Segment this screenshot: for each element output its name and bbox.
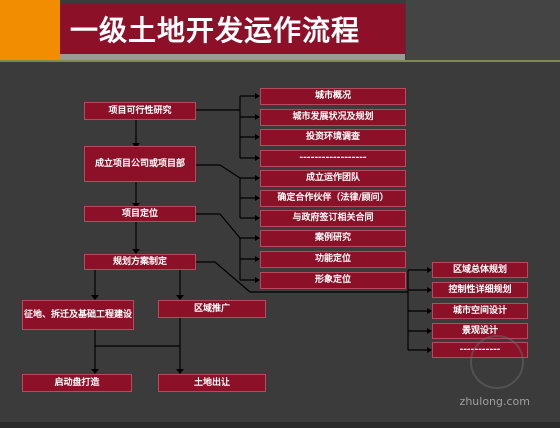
- planning-box: 规划方案制定: [84, 254, 196, 270]
- planning-item: 景观设计: [432, 323, 528, 339]
- bottom-strip: [0, 422, 560, 428]
- arrow-3: [132, 249, 140, 254]
- demolition-box: 征地、拆迁及基础工程建设: [22, 300, 134, 330]
- land-sale-box: 土地出让: [158, 374, 266, 392]
- positioning-item: 功能定位: [260, 251, 406, 268]
- arrow-5a: [91, 369, 99, 374]
- launch-box: 启动盘打造: [22, 374, 132, 392]
- company-item: 成立运作团队: [260, 170, 406, 187]
- arrow-4a: [91, 295, 99, 300]
- positioning-box: 项目定位: [84, 206, 196, 222]
- title-underline: [0, 60, 560, 62]
- planning-item: 城市空间设计: [432, 303, 528, 319]
- arrow-5b: [176, 369, 184, 374]
- arrow-2: [132, 203, 140, 208]
- orange-accent-block: [0, 0, 60, 60]
- research-item: 投资环境调查: [260, 129, 406, 146]
- company-item: 与政府签订相关合同: [260, 210, 406, 227]
- company-box: 成立项目公司或项目部: [84, 146, 196, 182]
- slide-title: 一级土地开发运作流程: [60, 4, 405, 54]
- planning-item: 区域总体规划: [432, 262, 528, 278]
- arrow-1: [132, 143, 140, 148]
- research-item: 城市发展状况及规划: [260, 109, 406, 126]
- positioning-item: 形象定位: [260, 272, 406, 289]
- company-item: 确定合作伙伴（法律/顾问）: [260, 190, 406, 207]
- arrow-4b: [176, 295, 184, 300]
- research-item: 城市概况: [260, 88, 406, 105]
- corner-gray-block: [406, 0, 560, 60]
- watermark-logo-icon: [470, 335, 524, 389]
- planning-item: 控制性详细规划: [432, 282, 528, 298]
- promotion-box: 区域推广: [158, 300, 266, 318]
- feasibility-box: 项目可行性研究: [84, 102, 196, 120]
- positioning-item: 案例研究: [260, 230, 406, 247]
- research-item: ------------------: [260, 150, 406, 167]
- watermark-text: zhulong.com: [459, 395, 530, 408]
